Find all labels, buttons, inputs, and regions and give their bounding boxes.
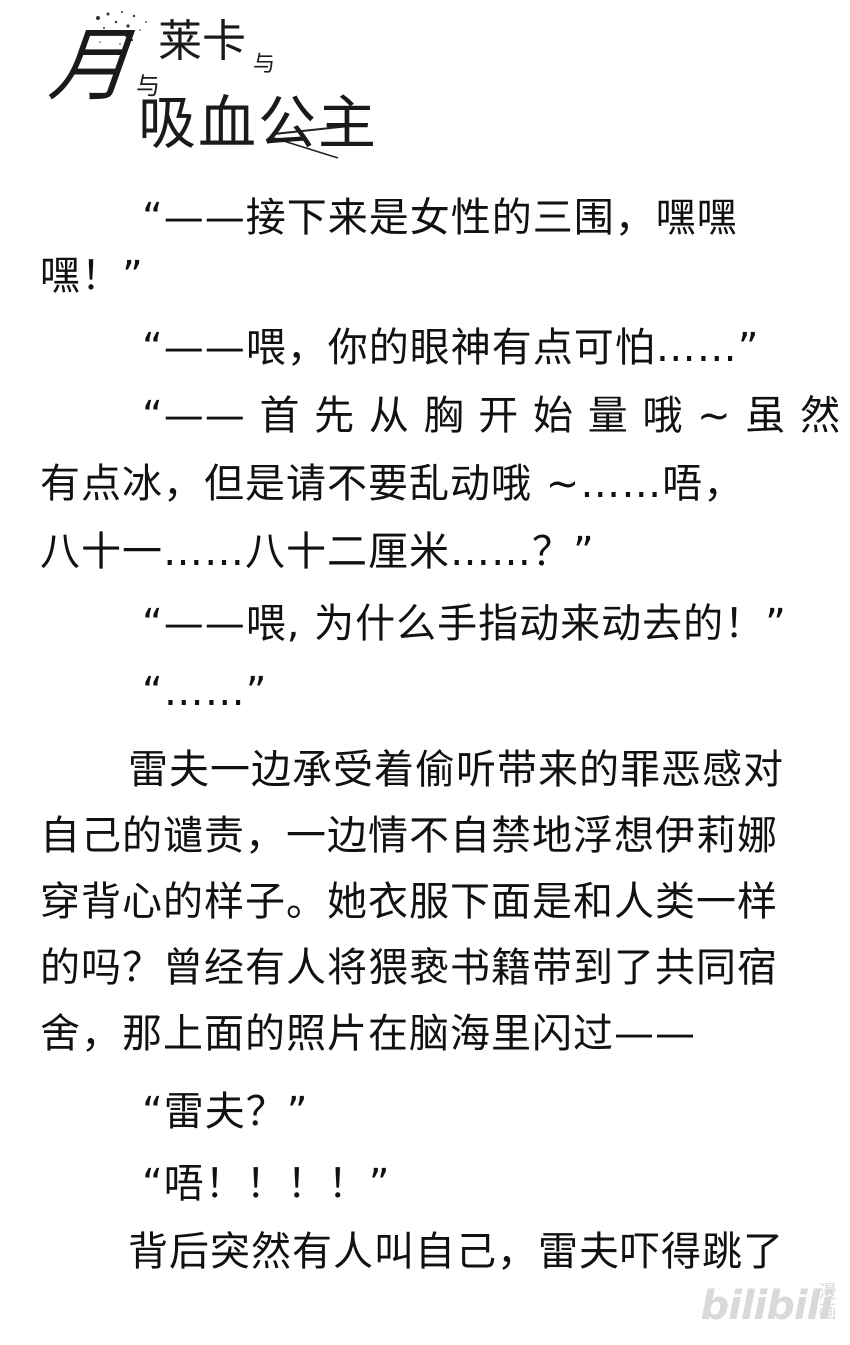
text-line-6: 八十一……八十二厘米……？”: [40, 529, 595, 575]
text-line-10: 自己的谴责，一边情不自禁地浮想伊莉娜: [40, 813, 778, 859]
text-line-8: “……”: [142, 669, 268, 715]
ink-splatter-decoration: [93, 11, 369, 159]
watermark-brand: bilibili: [700, 1283, 833, 1329]
title-logo: 月 与 莱卡 与 吸血公主: [38, 8, 398, 168]
text-line-5: 有点冰，但是请不要乱动哦 ~……唔，: [40, 461, 745, 507]
text-line-15: “唔！！！！”: [142, 1161, 391, 1207]
text-line-3: “——喂，你的眼神有点可怕……”: [142, 325, 760, 371]
watermark-label: 漫画: [818, 1282, 837, 1323]
text-line-4: “—— 首 先 从 胸 开 始 量 哦 ~ 虽 然: [142, 393, 842, 439]
text-line-1: “——接下来是女性的三围，嘿嘿: [142, 195, 738, 241]
text-line-16: 背后突然有人叫自己，雷夫吓得跳了: [128, 1229, 784, 1275]
text-line-9: 雷夫一边承受着偷听带来的罪恶感对: [128, 747, 784, 793]
logo-and-1: 与: [136, 72, 160, 100]
text-line-2: 嘿！”: [40, 253, 144, 299]
text-line-12: 的吗？曾经有人将猥亵书籍带到了共同宿: [40, 945, 778, 991]
logo-vampire-princess: 吸血公主: [138, 89, 379, 157]
text-line-7: “——喂, 为什么手指动来动去的！”: [142, 601, 787, 647]
bilibili-watermark: bilibili 漫画: [700, 1283, 836, 1330]
logo-moon-char: 月: [45, 19, 135, 112]
text-line-14: “雷夫？”: [142, 1089, 309, 1135]
logo-and-2: 与: [253, 52, 276, 77]
text-line-13: 舍，那上面的照片在脑海里闪过——: [40, 1011, 696, 1057]
text-line-11: 穿背心的样子。她衣服下面是和人类一样: [40, 879, 778, 925]
logo-laika: 莱卡: [158, 16, 246, 67]
